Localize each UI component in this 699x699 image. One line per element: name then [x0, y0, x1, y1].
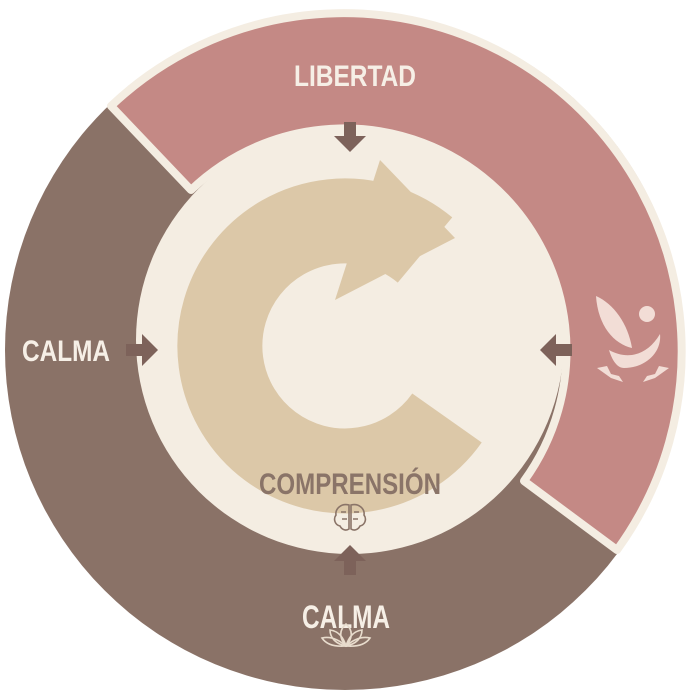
arrow-up-icon	[334, 545, 366, 575]
arrow-right-icon	[126, 334, 158, 366]
calma-bottom-label: CALMA	[302, 599, 390, 635]
cycle-arrow-body	[177, 178, 482, 514]
libertad-label: LIBERTAD	[294, 60, 416, 93]
comprension-label: COMPRENSIÓN	[259, 467, 441, 501]
lotus-icon	[320, 622, 372, 648]
brain-icon	[333, 503, 367, 531]
arrow-down-icon	[334, 122, 366, 152]
freedom-figure-icon	[596, 296, 669, 382]
calma-left-label: CALMA	[22, 335, 110, 368]
arrow-left-icon	[540, 334, 572, 366]
cycle-arrowhead-icon	[335, 160, 455, 300]
